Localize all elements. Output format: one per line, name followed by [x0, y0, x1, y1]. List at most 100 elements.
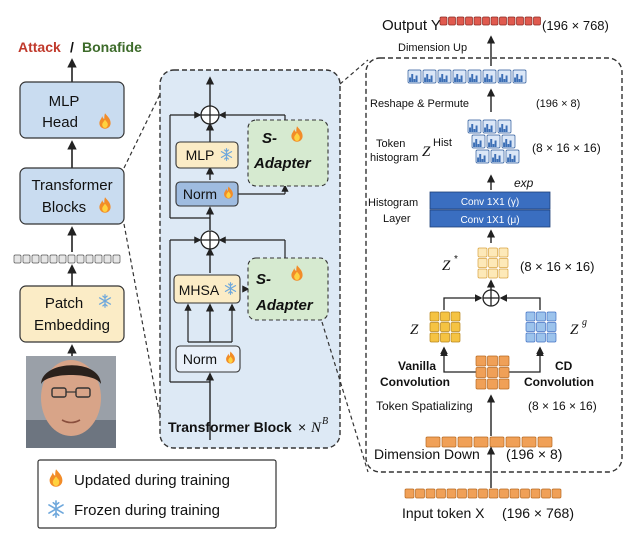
zg-cell — [525, 332, 536, 343]
histogram-bar — [484, 77, 487, 82]
output-token — [473, 16, 482, 26]
histogram-bar — [501, 74, 504, 82]
histogram-bar — [496, 159, 499, 162]
patch-token — [85, 254, 94, 264]
histogram-bar — [477, 157, 480, 162]
histogram-bar — [443, 79, 446, 82]
input-token — [457, 488, 467, 499]
spatial-cell — [498, 367, 510, 378]
histogram-bar — [490, 139, 493, 147]
patch-token — [49, 254, 58, 264]
zg-cell — [536, 332, 546, 343]
histogram-bar — [479, 140, 482, 147]
transformer-blocks-line2: Blocks — [42, 199, 86, 216]
input-token-label: Input token X — [402, 505, 485, 521]
face-photo — [26, 356, 116, 448]
spatial-cell — [475, 367, 487, 378]
z-cell — [440, 332, 450, 343]
input-dim: (196 × 768) — [502, 505, 574, 521]
patch-token — [40, 254, 49, 264]
patch-token — [31, 254, 40, 264]
z-hist-sup: Hist — [433, 137, 452, 149]
histogram-bar — [473, 79, 476, 82]
histogram-bar — [499, 127, 502, 132]
mlp-head-box: MLP Head — [19, 81, 125, 139]
token-histogram-block: Token histogram Z Hist (8 × 16 × 16) — [370, 119, 601, 164]
z-star-block: Z * (8 × 16 × 16) — [442, 247, 594, 279]
histogram-bar — [477, 144, 480, 147]
input-token — [425, 488, 436, 499]
token-histogram-line2: histogram — [370, 152, 418, 164]
histogram-bar — [483, 155, 486, 162]
histogram-bar — [503, 142, 506, 147]
zg-cell — [536, 322, 546, 332]
z-star-cell — [477, 268, 488, 279]
mhsa-box: MHSA — [173, 274, 241, 304]
down-token — [537, 436, 553, 448]
times-symbol: × — [298, 419, 306, 435]
spatial-cell — [498, 355, 510, 367]
histogram-bar — [490, 125, 493, 132]
mlp-head-line2: Head — [42, 114, 78, 131]
zg-cell — [536, 311, 546, 322]
input-token — [436, 488, 446, 499]
spatial-cell — [475, 355, 487, 367]
down-token — [521, 436, 537, 448]
histogram-bar — [498, 155, 501, 162]
input-token — [541, 488, 551, 499]
histogram-bar — [475, 125, 478, 132]
vanilla-conv-line2: Convolution — [380, 375, 450, 389]
output-token — [524, 16, 533, 26]
histogram-bar — [484, 127, 487, 132]
spatial-cell — [487, 355, 498, 367]
cd-convolution-label: CD Convolution — [524, 359, 594, 389]
output-token — [516, 16, 524, 26]
mlp-box: MLP — [175, 141, 239, 169]
patch-token — [13, 254, 22, 264]
patch-token — [22, 254, 31, 264]
histogram-bar — [479, 154, 482, 162]
histogram-bar — [428, 79, 431, 82]
z-vanilla-block: Z — [410, 311, 461, 343]
z-cell — [450, 322, 461, 332]
histogram-bar — [494, 154, 497, 162]
histogram-bar — [494, 140, 497, 147]
down-token — [441, 436, 457, 448]
z-symbol: Z — [410, 322, 419, 338]
legend-updated-text: Updated during training — [74, 472, 230, 489]
histogram-bar — [441, 74, 444, 82]
transformer-blocks-line1: Transformer — [31, 177, 112, 194]
mlp-label: MLP — [186, 147, 215, 163]
histogram-bar — [488, 79, 491, 82]
output-token — [507, 16, 516, 26]
zg-cell — [525, 311, 536, 322]
patch-token-row — [13, 254, 121, 264]
spatial-cell — [487, 378, 498, 390]
histogram-bar — [471, 74, 474, 82]
histogram-bar — [505, 139, 508, 147]
patch-token — [67, 254, 76, 264]
histogram-bar — [488, 129, 491, 132]
input-token — [415, 488, 425, 499]
output-token-row — [439, 16, 541, 26]
s-adapter-top-line2: Adapter — [253, 155, 312, 172]
down-token — [505, 436, 521, 448]
patch-token — [94, 254, 103, 264]
output-token — [499, 16, 507, 26]
zg-cell — [525, 322, 536, 332]
patch-token — [58, 254, 67, 264]
input-token — [530, 488, 541, 499]
transformer-block-panel: MLP Norm MHSA Norm S- Adapter — [159, 69, 341, 449]
z-star-cell — [498, 268, 509, 279]
histogram-bar — [430, 75, 433, 82]
z-cd-block: Z g — [525, 311, 587, 343]
patch-token — [76, 254, 85, 264]
z-cell — [450, 332, 461, 343]
dimension-up-label: Dimension Up — [398, 42, 467, 54]
histogram-bar — [473, 129, 476, 132]
histogram-bar — [439, 77, 442, 82]
zg-cell — [546, 311, 557, 322]
hist-dim: (8 × 16 × 16) — [532, 141, 601, 155]
histogram-bar — [469, 127, 472, 132]
transformer-block-caption: Transformer Block × N B — [168, 416, 328, 436]
